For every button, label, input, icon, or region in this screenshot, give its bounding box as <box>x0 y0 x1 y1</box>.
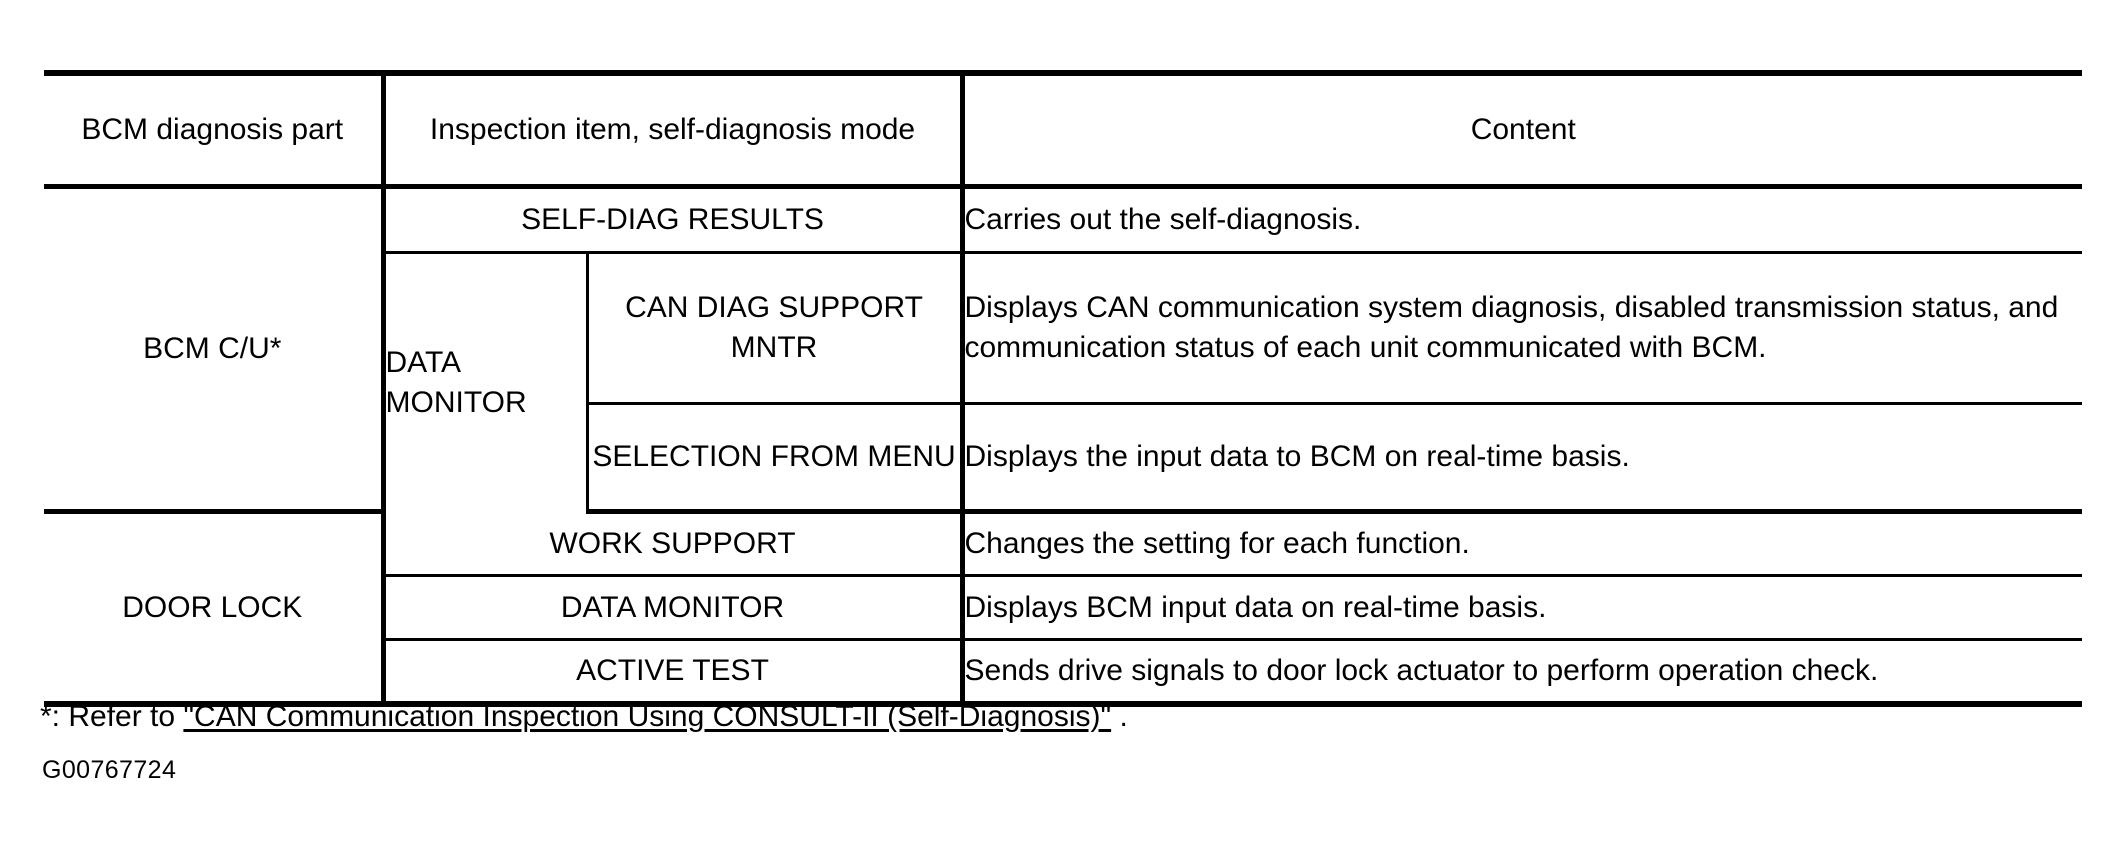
footnote-link[interactable]: "CAN Communication Inspection Using CONS… <box>183 700 1112 733</box>
table-row: BCM C/U* SELF-DIAG RESULTS Carries out t… <box>44 186 2082 514</box>
content-cell-self-diag-results: Carries out the self-diagnosis. <box>962 186 2082 254</box>
table-row: ACTIVE TEST Sends drive signals to door … <box>44 639 2082 704</box>
content-cell-can-diag-support-mntr: Displays CAN communication system diagno… <box>962 252 2082 405</box>
bcm-diagnosis-table: BCM diagnosis part Inspection item, self… <box>44 70 2082 707</box>
submode-cell-can-diag-support-mntr: CAN DIAG SUPPORT MNTR <box>587 252 965 405</box>
table-header-row: BCM diagnosis part Inspection item, self… <box>44 73 2082 189</box>
mode-cell-active-test: ACTIVE TEST <box>383 639 965 704</box>
content-cell-selection-from-menu: Displays the input data to BCM on real-t… <box>962 403 2082 514</box>
table-row: DATA MONITOR CAN DIAG SUPPORT MNTR Displ… <box>44 252 2082 512</box>
content-cell-door-lock-data-monitor: Displays BCM input data on real-time bas… <box>962 575 2082 641</box>
footnote-suffix: . <box>1111 700 1128 733</box>
content-cell-active-test: Sends drive signals to door lock actuato… <box>964 654 1879 688</box>
header-cell-content: Content <box>962 73 2082 189</box>
footnote: *: Refer to "CAN Communication Inspectio… <box>40 699 1128 735</box>
header-cell-part: BCM diagnosis part <box>44 73 386 189</box>
mode-cell-data-monitor: DATA MONITOR <box>383 252 589 512</box>
table-row: DOOR LOCK WORK SUPPORT Changes the setti… <box>44 511 2082 704</box>
table-row: SELECTION FROM MENU Displays the input d… <box>44 403 2082 514</box>
submode-cell-selection-from-menu: SELECTION FROM MENU <box>587 403 965 514</box>
mode-cell-door-lock-data-monitor: DATA MONITOR <box>383 575 965 641</box>
table-row: DATA MONITOR Displays BCM input data on … <box>44 575 2082 641</box>
figure-id: G00767724 <box>42 756 177 784</box>
row-group-label-bcm-cu: BCM C/U* <box>44 186 386 514</box>
mode-cell-self-diag-results: SELF-DIAG RESULTS <box>383 186 965 254</box>
content-cell-work-support: Changes the setting for each function. <box>962 511 2082 577</box>
mode-cell-work-support: WORK SUPPORT <box>383 511 965 577</box>
row-group-label-door-lock: DOOR LOCK <box>44 511 386 704</box>
footnote-prefix: *: Refer to <box>40 700 184 733</box>
header-cell-mode: Inspection item, self-diagnosis mode <box>383 73 965 189</box>
